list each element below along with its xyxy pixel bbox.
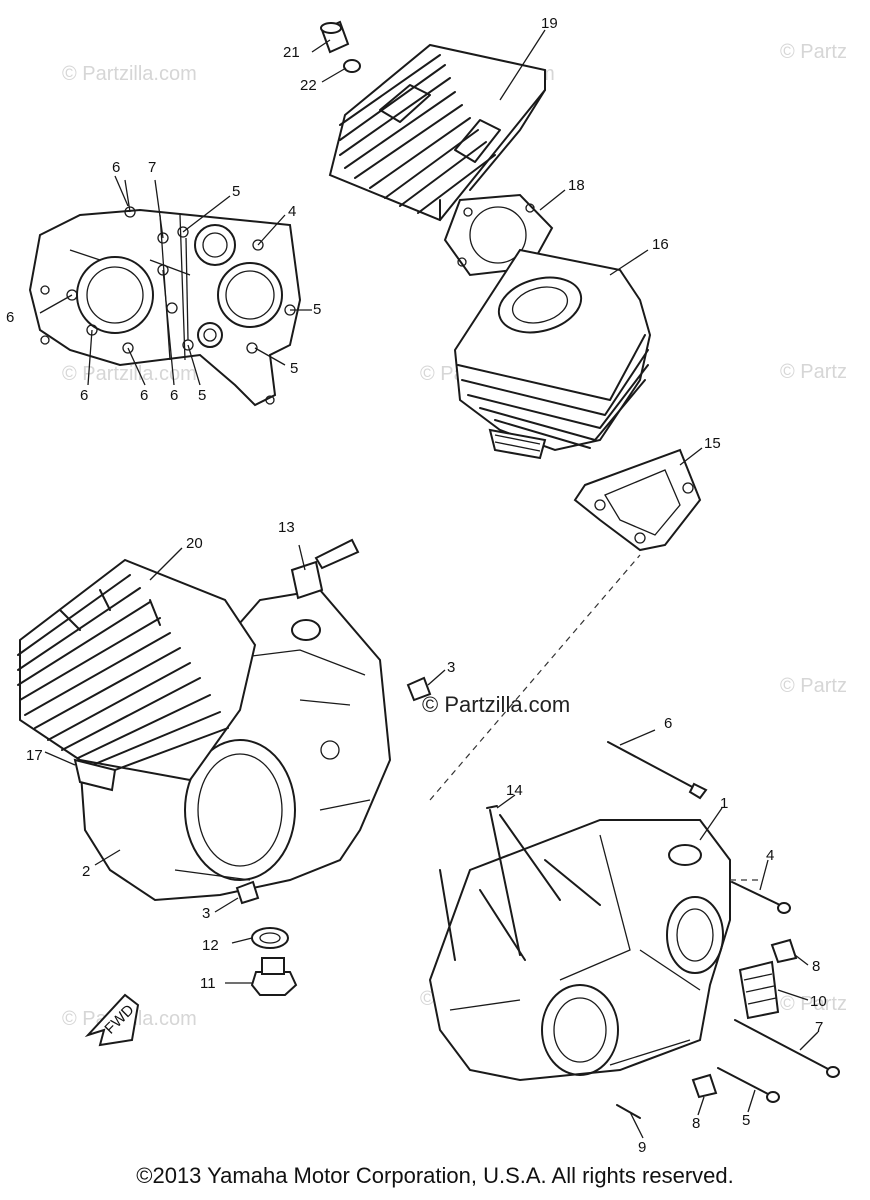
copyright-notice: ©2013 Yamaha Motor Corporation, U.S.A. A… [136,1163,734,1188]
oil-level-plug-13 [290,538,360,600]
callout-6: 6 [140,387,148,404]
callout-3: 3 [202,905,210,922]
bolt-6 [607,741,708,800]
callout-5: 5 [198,387,206,404]
callout-4: 4 [766,847,774,864]
watermark-main: © Partzilla.com [422,692,570,717]
callout-10: 10 [810,993,827,1010]
pin-9 [616,1104,641,1119]
callout-1: 1 [720,795,728,812]
callout-5: 5 [232,183,240,200]
bolt-4 [731,881,791,914]
callout-numbers: 19 21 22 18 16 15 6 7 5 4 6 5 6 6 6 5 5 … [6,15,827,1156]
collar-8b [691,1073,718,1099]
callout-22: 22 [300,77,317,94]
callout-4: 4 [288,203,296,220]
callout-6: 6 [80,387,88,404]
callout-8: 8 [692,1115,700,1132]
callout-3: 3 [447,659,455,676]
plate-10 [738,960,780,1020]
spark-plug-21 [320,20,350,54]
callout-21: 21 [283,44,300,61]
drain-plug-11 [250,957,298,996]
bolt-7 [734,1019,840,1078]
callout-14: 14 [506,782,523,799]
cylinder-head-19 [328,43,546,222]
callout-17: 17 [26,747,43,764]
callout-16: 16 [652,236,669,253]
dowel-pin-3b [235,880,260,905]
cylinder-head-20 [17,558,257,792]
base-gasket-15 [573,448,702,552]
watermark: © Partzilla.com [62,363,197,385]
callout-11: 11 [200,975,216,992]
dowel-pin-3a [406,676,432,702]
watermark: © Partz [780,993,847,1015]
crankcase-half-1 [428,809,731,1082]
watermark: © Partz [780,361,847,383]
bolt-5 [717,1067,780,1103]
gasket-washer-22 [343,59,361,73]
callout-13: 13 [278,519,295,536]
callout-6: 6 [170,387,178,404]
callout-9: 9 [638,1139,646,1156]
callout-8: 8 [812,958,820,975]
watermark: © Partz [780,41,847,63]
callout-2: 2 [82,863,90,880]
callout-7: 7 [148,159,156,176]
callout-18: 18 [568,177,585,194]
callout-leaders [44,29,819,1139]
callout-6: 6 [112,159,120,176]
watermark: © Partz [780,675,847,697]
gasket-12 [251,927,289,949]
callout-6: 6 [664,715,672,732]
callout-5: 5 [290,360,298,377]
callout-6: 6 [6,309,14,326]
callout-15: 15 [704,435,721,452]
stud-bolt-14 [486,805,498,809]
callout-7: 7 [815,1019,823,1036]
callout-20: 20 [186,535,203,552]
callout-19: 19 [541,15,558,32]
crankcase-assembly-2 [78,588,392,902]
callout-5: 5 [742,1112,750,1129]
assembly-guides [429,554,760,881]
callout-5: 5 [313,301,321,318]
callout-12: 12 [202,937,219,954]
collar-8a [770,938,798,964]
cylinder-16 [453,248,652,460]
watermark: © Partzilla.com [62,63,197,85]
crankcase-top-view [28,179,312,407]
